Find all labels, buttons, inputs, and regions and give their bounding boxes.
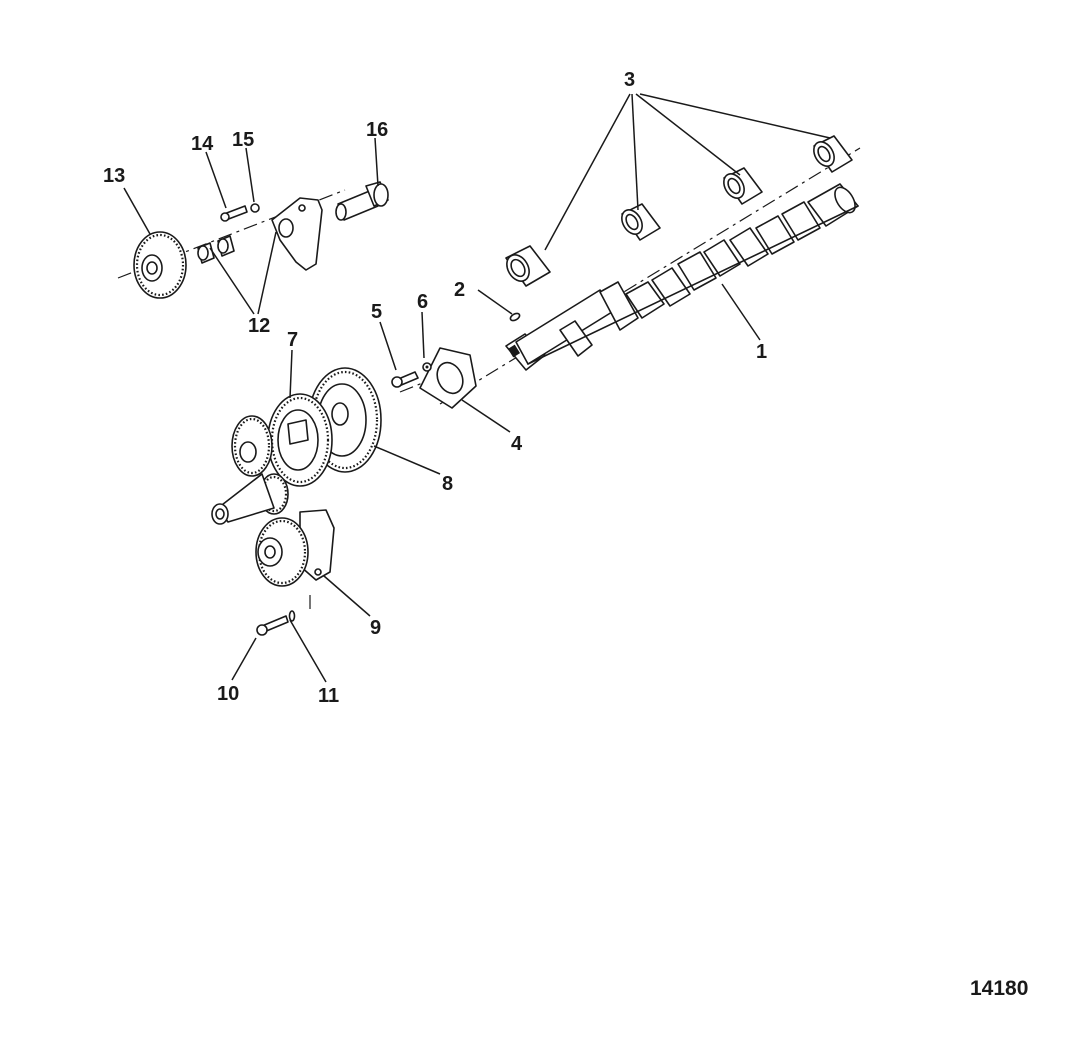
callout-15: 15 [232, 129, 254, 151]
gear-13 [133, 231, 187, 299]
bushing-1 [197, 242, 215, 264]
callout-13: 13 [103, 165, 125, 187]
crank-gear-small [231, 415, 273, 477]
bushings [197, 235, 235, 264]
woodruff-key [509, 312, 521, 322]
callout-5: 5 [371, 301, 382, 323]
callout-7: 7 [287, 329, 298, 351]
callout-1: 1 [756, 341, 767, 363]
callout-11: 11 [318, 685, 339, 707]
washer-6 [422, 362, 432, 372]
gear-7 [267, 393, 333, 487]
callout-8: 8 [442, 473, 453, 495]
camshaft-bearings [505, 135, 853, 287]
callout-3: 3 [624, 69, 635, 91]
lower-gear-assembly [255, 509, 335, 587]
cone-shaft [211, 473, 275, 525]
washer-11 [288, 610, 296, 622]
bracket [271, 197, 323, 271]
callout-16: 16 [366, 119, 388, 141]
screw-10 [256, 615, 289, 636]
bearing-2 [621, 203, 661, 241]
callout-2: 2 [454, 279, 465, 301]
figure-number: 14180 [970, 977, 1028, 1000]
callout-9: 9 [370, 617, 381, 639]
callout-10: 10 [217, 683, 239, 705]
shaft-16 [335, 181, 389, 221]
callout-6: 6 [417, 291, 428, 313]
bolt-5 [391, 371, 419, 388]
callout-4: 4 [511, 433, 523, 455]
washer-15 [250, 203, 260, 213]
callouts: 1 2 3 4 5 6 7 8 9 10 11 12 13 14 15 16 [103, 69, 767, 707]
bushing-2 [217, 235, 235, 257]
callout-14: 14 [191, 133, 214, 155]
callout-12: 12 [248, 315, 270, 337]
bearing-1 [505, 245, 551, 287]
camshaft [505, 183, 859, 371]
bearing-3 [723, 167, 763, 205]
thrust-plate [419, 347, 477, 409]
bearing-4 [813, 135, 853, 173]
leader-lines [123, 93, 831, 683]
bolt-14 [220, 205, 248, 222]
